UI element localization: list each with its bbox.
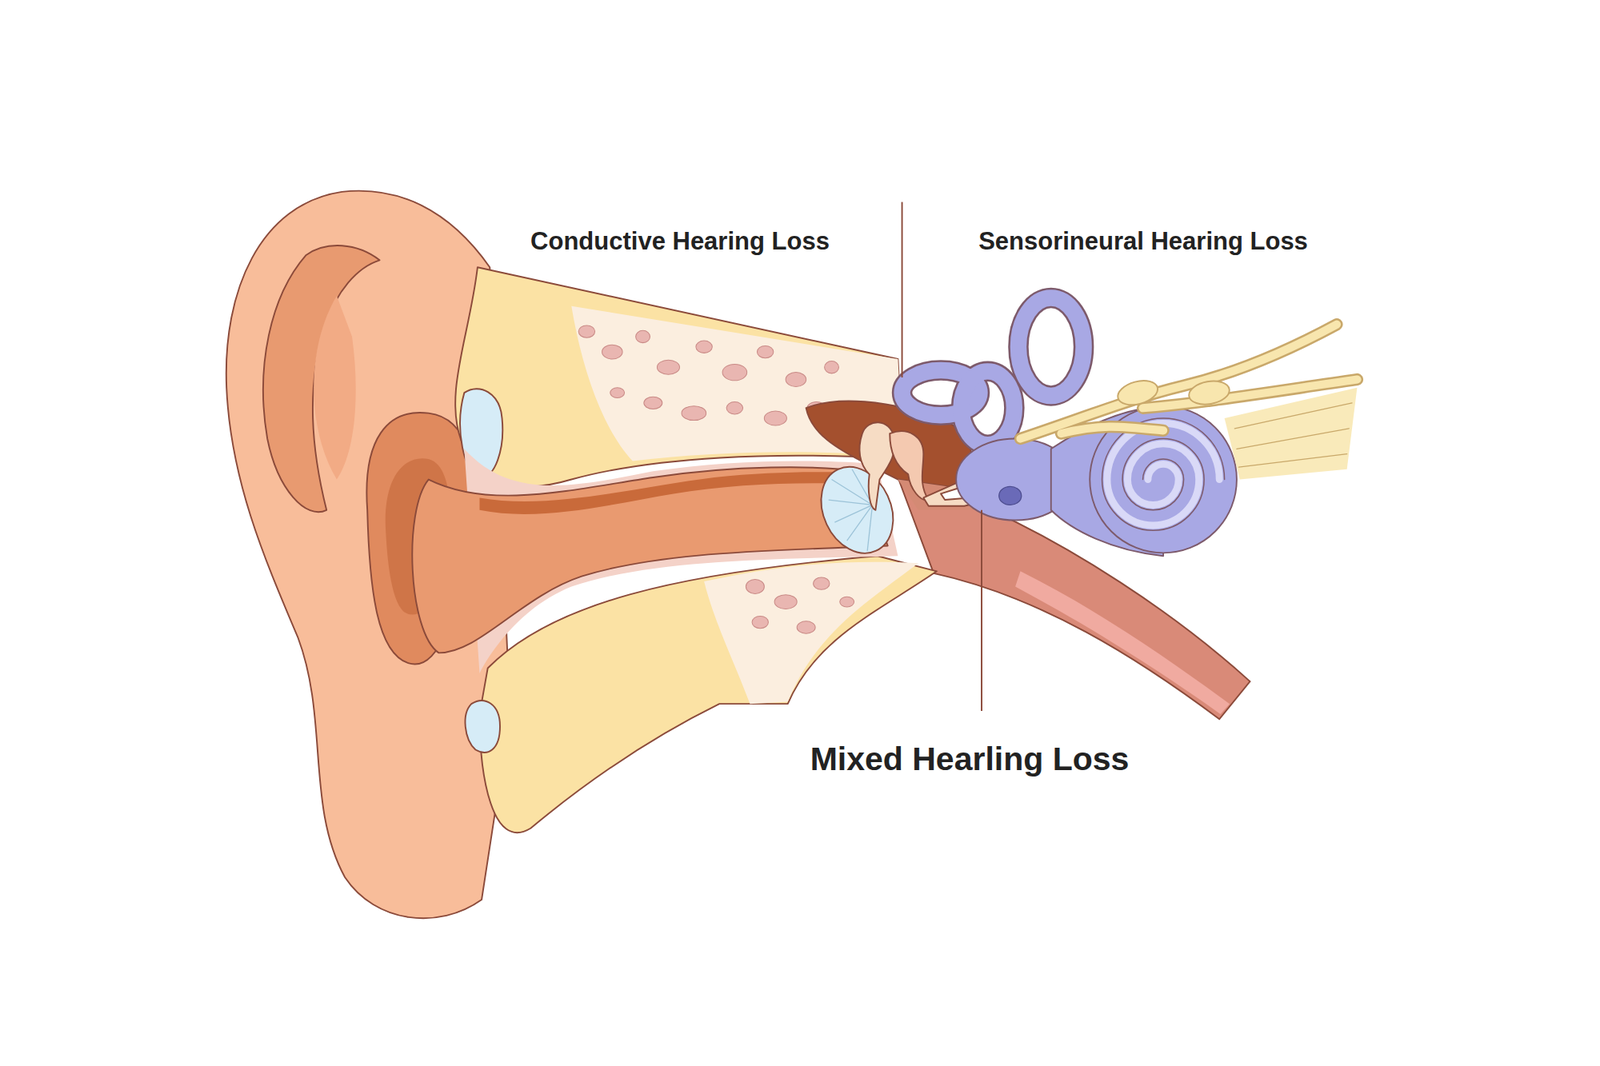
auricle: [313, 296, 356, 480]
divider-line: [901, 202, 904, 378]
mastoid-air-cells: [722, 364, 748, 380]
mastoid-air-cells: [813, 577, 830, 590]
mastoid-air-cells: [602, 344, 624, 360]
inner-ear: [961, 371, 1015, 445]
mastoid-air-cells: [656, 360, 680, 375]
inner-ear: [1018, 297, 1084, 396]
mastoid-air-cells: [774, 595, 797, 610]
mastoid-air-cells: [681, 406, 707, 421]
eustachian-tube: [1015, 571, 1230, 715]
mastoid-air-cells: [636, 330, 651, 343]
auricle: [263, 245, 380, 512]
eardrum: [828, 469, 873, 552]
temporal-bone: [704, 562, 919, 704]
inner-ear: [999, 486, 1022, 505]
eardrum: [808, 455, 908, 565]
divider-line: [980, 510, 983, 712]
temporal-bone: [465, 700, 500, 753]
mastoid-air-cells: [756, 345, 773, 358]
mastoid-air-cells: [785, 372, 807, 388]
mastoid-air-cells: [745, 580, 764, 595]
region-label: Mixed Hearling Loss: [810, 740, 1130, 779]
ear-canal: [479, 472, 865, 515]
cochlear-nerve: [1234, 403, 1352, 468]
temporal-bone: [455, 267, 904, 487]
cochlear-nerve: [1020, 324, 1358, 480]
mastoid-air-cells: [610, 388, 625, 399]
inner-ear: [1018, 297, 1084, 396]
mastoid-air-cells: [696, 340, 712, 353]
ossicles: [889, 431, 928, 500]
mastoid-air-cells: [840, 596, 855, 608]
mastoid-air-cells: [824, 361, 840, 374]
eardrum: [808, 455, 908, 565]
region-label: Sensorineural Hearing Loss: [978, 227, 1308, 256]
mastoid-air-cells: [644, 396, 663, 409]
cochlear-nerve: [1187, 378, 1232, 408]
cochlear-nerve: [1224, 388, 1358, 480]
mastoid-air-cells: [726, 402, 743, 415]
mastoid-air-cells: [764, 411, 787, 426]
region-label: Conductive Hearing Loss: [530, 227, 830, 256]
ear-canal: [412, 467, 888, 653]
mastoid-air-cells: [752, 616, 768, 628]
divider-line: [902, 202, 982, 712]
inner-ear: [961, 371, 1015, 445]
cochlear-nerve: [1115, 376, 1161, 409]
mastoid-air-cells: [796, 621, 816, 634]
mastoid-air-cells: [578, 325, 595, 338]
